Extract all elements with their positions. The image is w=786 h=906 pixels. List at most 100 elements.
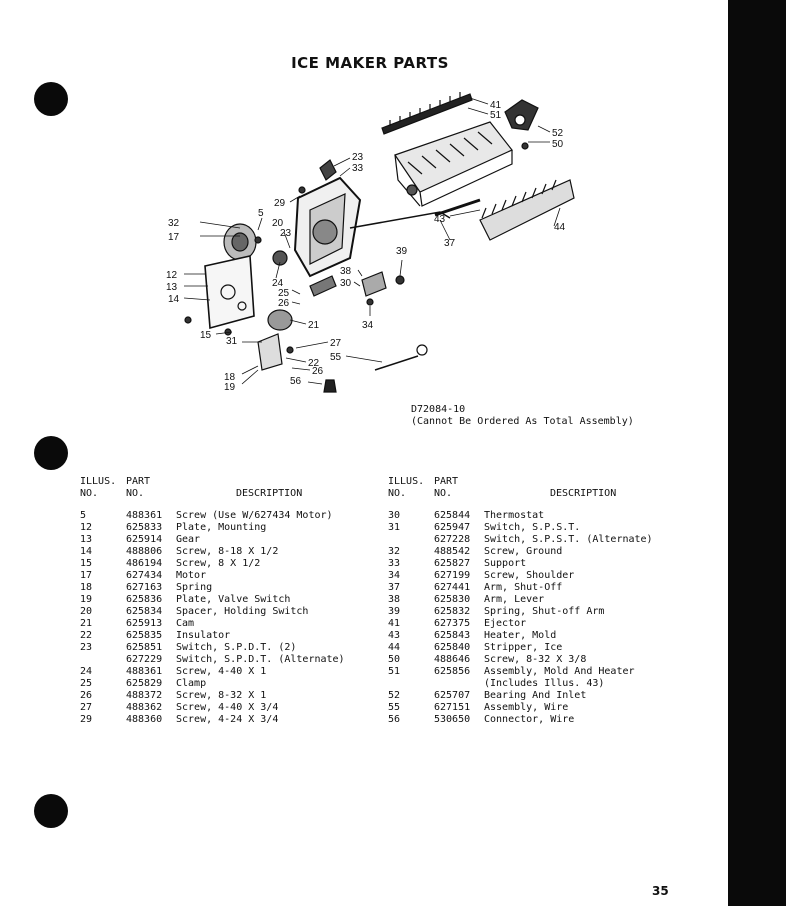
part-no: 627229 bbox=[126, 654, 163, 665]
illus-no: 32 bbox=[388, 546, 401, 557]
description: Stripper, Ice bbox=[484, 642, 563, 653]
screw-parts bbox=[184, 142, 529, 354]
description: Screw, 8-18 X 1/2 bbox=[176, 546, 279, 557]
header-illus-no: NO. bbox=[388, 488, 407, 499]
callout-label: 33 bbox=[352, 163, 364, 174]
motor-part bbox=[223, 223, 257, 261]
part-no: 488361 bbox=[126, 666, 163, 677]
header-part: PART bbox=[126, 476, 151, 487]
description: Cam bbox=[176, 618, 195, 629]
part-no: 625851 bbox=[126, 642, 163, 653]
callout-label: 55 bbox=[330, 352, 342, 363]
description: Clamp bbox=[176, 678, 207, 689]
description: Arm, Lever bbox=[484, 594, 545, 605]
part-no: 625830 bbox=[434, 594, 471, 605]
header-part-no: NO. bbox=[434, 488, 453, 499]
part-no: 625832 bbox=[434, 606, 471, 617]
wire-assembly bbox=[374, 355, 419, 371]
callout-label: 24 bbox=[272, 278, 284, 289]
description: Screw, 8 X 1/2 bbox=[176, 558, 261, 569]
illus-no: 29 bbox=[80, 714, 93, 725]
callout-label: 43 bbox=[434, 214, 446, 225]
callout-label: 29 bbox=[274, 198, 286, 209]
header-description: DESCRIPTION bbox=[236, 488, 303, 499]
description: Gear bbox=[176, 534, 201, 545]
illus-no: 17 bbox=[80, 570, 93, 581]
header-illus-no: NO. bbox=[80, 488, 99, 499]
illus-no: 23 bbox=[80, 642, 93, 653]
callout-label: 26 bbox=[278, 298, 290, 309]
description: Switch, S.P.S.T. (Alternate) bbox=[484, 534, 653, 545]
part-no: 625840 bbox=[434, 642, 471, 653]
header-part-no: NO. bbox=[126, 488, 145, 499]
table-row: (Includes Illus. 43) bbox=[388, 678, 688, 690]
illus-no: 20 bbox=[80, 606, 93, 617]
diagram-code: D72084-10 bbox=[411, 404, 466, 415]
table-header: ILLUS. NO. PART NO. DESCRIPTION bbox=[80, 476, 370, 500]
callout-label: 41 bbox=[490, 100, 502, 111]
punch-hole bbox=[34, 436, 68, 470]
part-no: 625829 bbox=[126, 678, 163, 689]
description: Assembly, Mold And Heater bbox=[484, 666, 635, 677]
callout-label: 12 bbox=[166, 270, 178, 281]
part-no: 530650 bbox=[434, 714, 471, 725]
illus-no: 44 bbox=[388, 642, 401, 653]
part-no: 625856 bbox=[434, 666, 471, 677]
switch-part bbox=[319, 159, 337, 181]
illus-no: 26 bbox=[80, 690, 93, 701]
illus-no: 37 bbox=[388, 582, 401, 593]
wire-connector-end bbox=[416, 344, 428, 356]
description: Switch, S.P.D.T. (Alternate) bbox=[176, 654, 345, 665]
wire-connector bbox=[323, 379, 337, 393]
description: Arm, Shut-Off bbox=[484, 582, 563, 593]
part-no: 625707 bbox=[434, 690, 471, 701]
illus-no: 51 bbox=[388, 666, 401, 677]
callout-label: 37 bbox=[444, 238, 456, 249]
callout-label: 18 bbox=[224, 372, 236, 383]
thermostat-part bbox=[309, 275, 337, 297]
stripper-part bbox=[479, 179, 575, 241]
illus-no: 27 bbox=[80, 702, 93, 713]
illus-no: 19 bbox=[80, 594, 93, 605]
description: Insulator bbox=[176, 630, 231, 641]
gear-part bbox=[272, 250, 288, 266]
part-no: 488542 bbox=[434, 546, 471, 557]
illus-no: 13 bbox=[80, 534, 93, 545]
illus-no: 5 bbox=[80, 510, 87, 521]
illus-no: 50 bbox=[388, 654, 401, 665]
heater-part bbox=[434, 198, 481, 217]
table-row: 23 625851 Switch, S.P.D.T. (2) bbox=[80, 642, 370, 654]
exploded-parts-diagram: 41 51 52 50 23 33 29 5 20 32 17 23 43 44… bbox=[166, 92, 575, 393]
support-housing bbox=[293, 176, 362, 278]
diagram-note: (Cannot Be Ordered As Total Assembly) bbox=[411, 416, 634, 427]
part-no: 625913 bbox=[126, 618, 163, 629]
callout-label: 22 bbox=[308, 358, 320, 369]
description: Screw, Shoulder bbox=[484, 570, 575, 581]
callout-label: 19 bbox=[224, 382, 236, 393]
callout-label: 17 bbox=[168, 232, 180, 243]
part-no: 627441 bbox=[434, 582, 471, 593]
illus-no: 41 bbox=[388, 618, 401, 629]
callout-label: 52 bbox=[552, 128, 564, 139]
mounting-plate bbox=[204, 255, 255, 330]
part-no: 627151 bbox=[434, 702, 471, 713]
illus-no: 30 bbox=[388, 510, 401, 521]
callout-label: 56 bbox=[290, 376, 302, 387]
part-no: 627163 bbox=[126, 582, 163, 593]
punch-hole bbox=[34, 794, 68, 828]
description: Switch, S.P.D.T. (2) bbox=[176, 642, 297, 653]
illus-no: 43 bbox=[388, 630, 401, 641]
